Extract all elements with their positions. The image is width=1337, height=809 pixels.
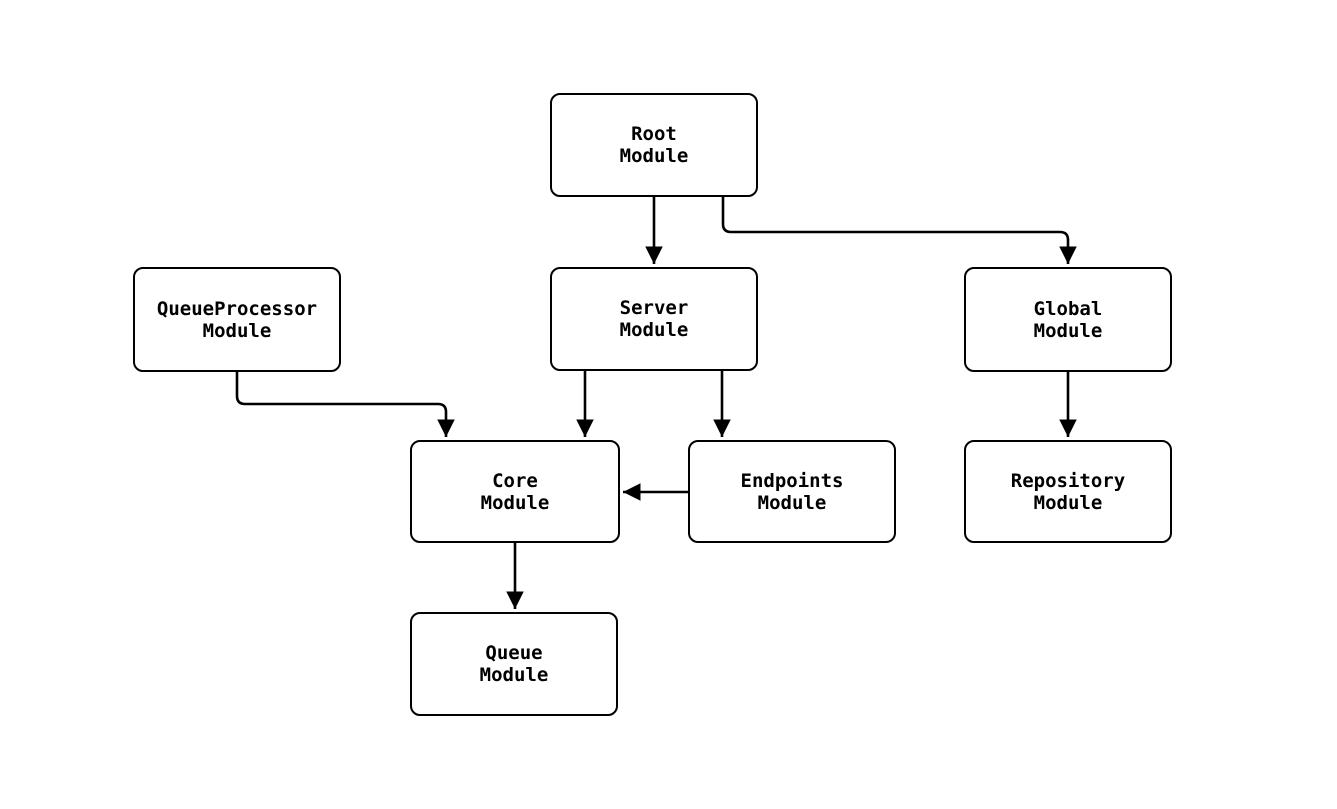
- node-label-line: Module: [480, 491, 550, 514]
- node-label-line: Global: [1033, 297, 1103, 320]
- edge-queueprocessor-to-core: [235, 372, 455, 437]
- node-label-line: Module: [757, 491, 827, 514]
- node-queue-module: Queue Module: [410, 612, 618, 716]
- edge-root-to-global: [721, 197, 1077, 264]
- node-global-module: Global Module: [964, 267, 1172, 372]
- node-label-line: Module: [1033, 319, 1103, 342]
- node-label-line: Module: [619, 319, 689, 341]
- node-label-line: Repository: [1010, 469, 1126, 492]
- node-label-line: Endpoints: [740, 469, 844, 492]
- node-label-line: QueueProcessor: [156, 297, 318, 320]
- node-label-line: Module: [1033, 491, 1103, 514]
- node-label-line: Module: [479, 664, 549, 686]
- node-server-module: Server Module: [550, 267, 758, 371]
- node-endpoints-module: Endpoints Module: [688, 440, 896, 543]
- node-label-line: Module: [619, 145, 689, 167]
- node-core-module: Core Module: [410, 440, 620, 543]
- node-repository-module: Repository Module: [964, 440, 1172, 543]
- node-label-line: Core: [492, 469, 538, 492]
- node-label-line: Root: [631, 123, 677, 145]
- node-queueprocessor-module: QueueProcessor Module: [133, 267, 341, 372]
- node-root-module: Root Module: [550, 93, 758, 197]
- node-label-line: Module: [202, 319, 272, 342]
- node-label-line: Server: [619, 297, 689, 319]
- node-label-line: Queue: [485, 642, 543, 664]
